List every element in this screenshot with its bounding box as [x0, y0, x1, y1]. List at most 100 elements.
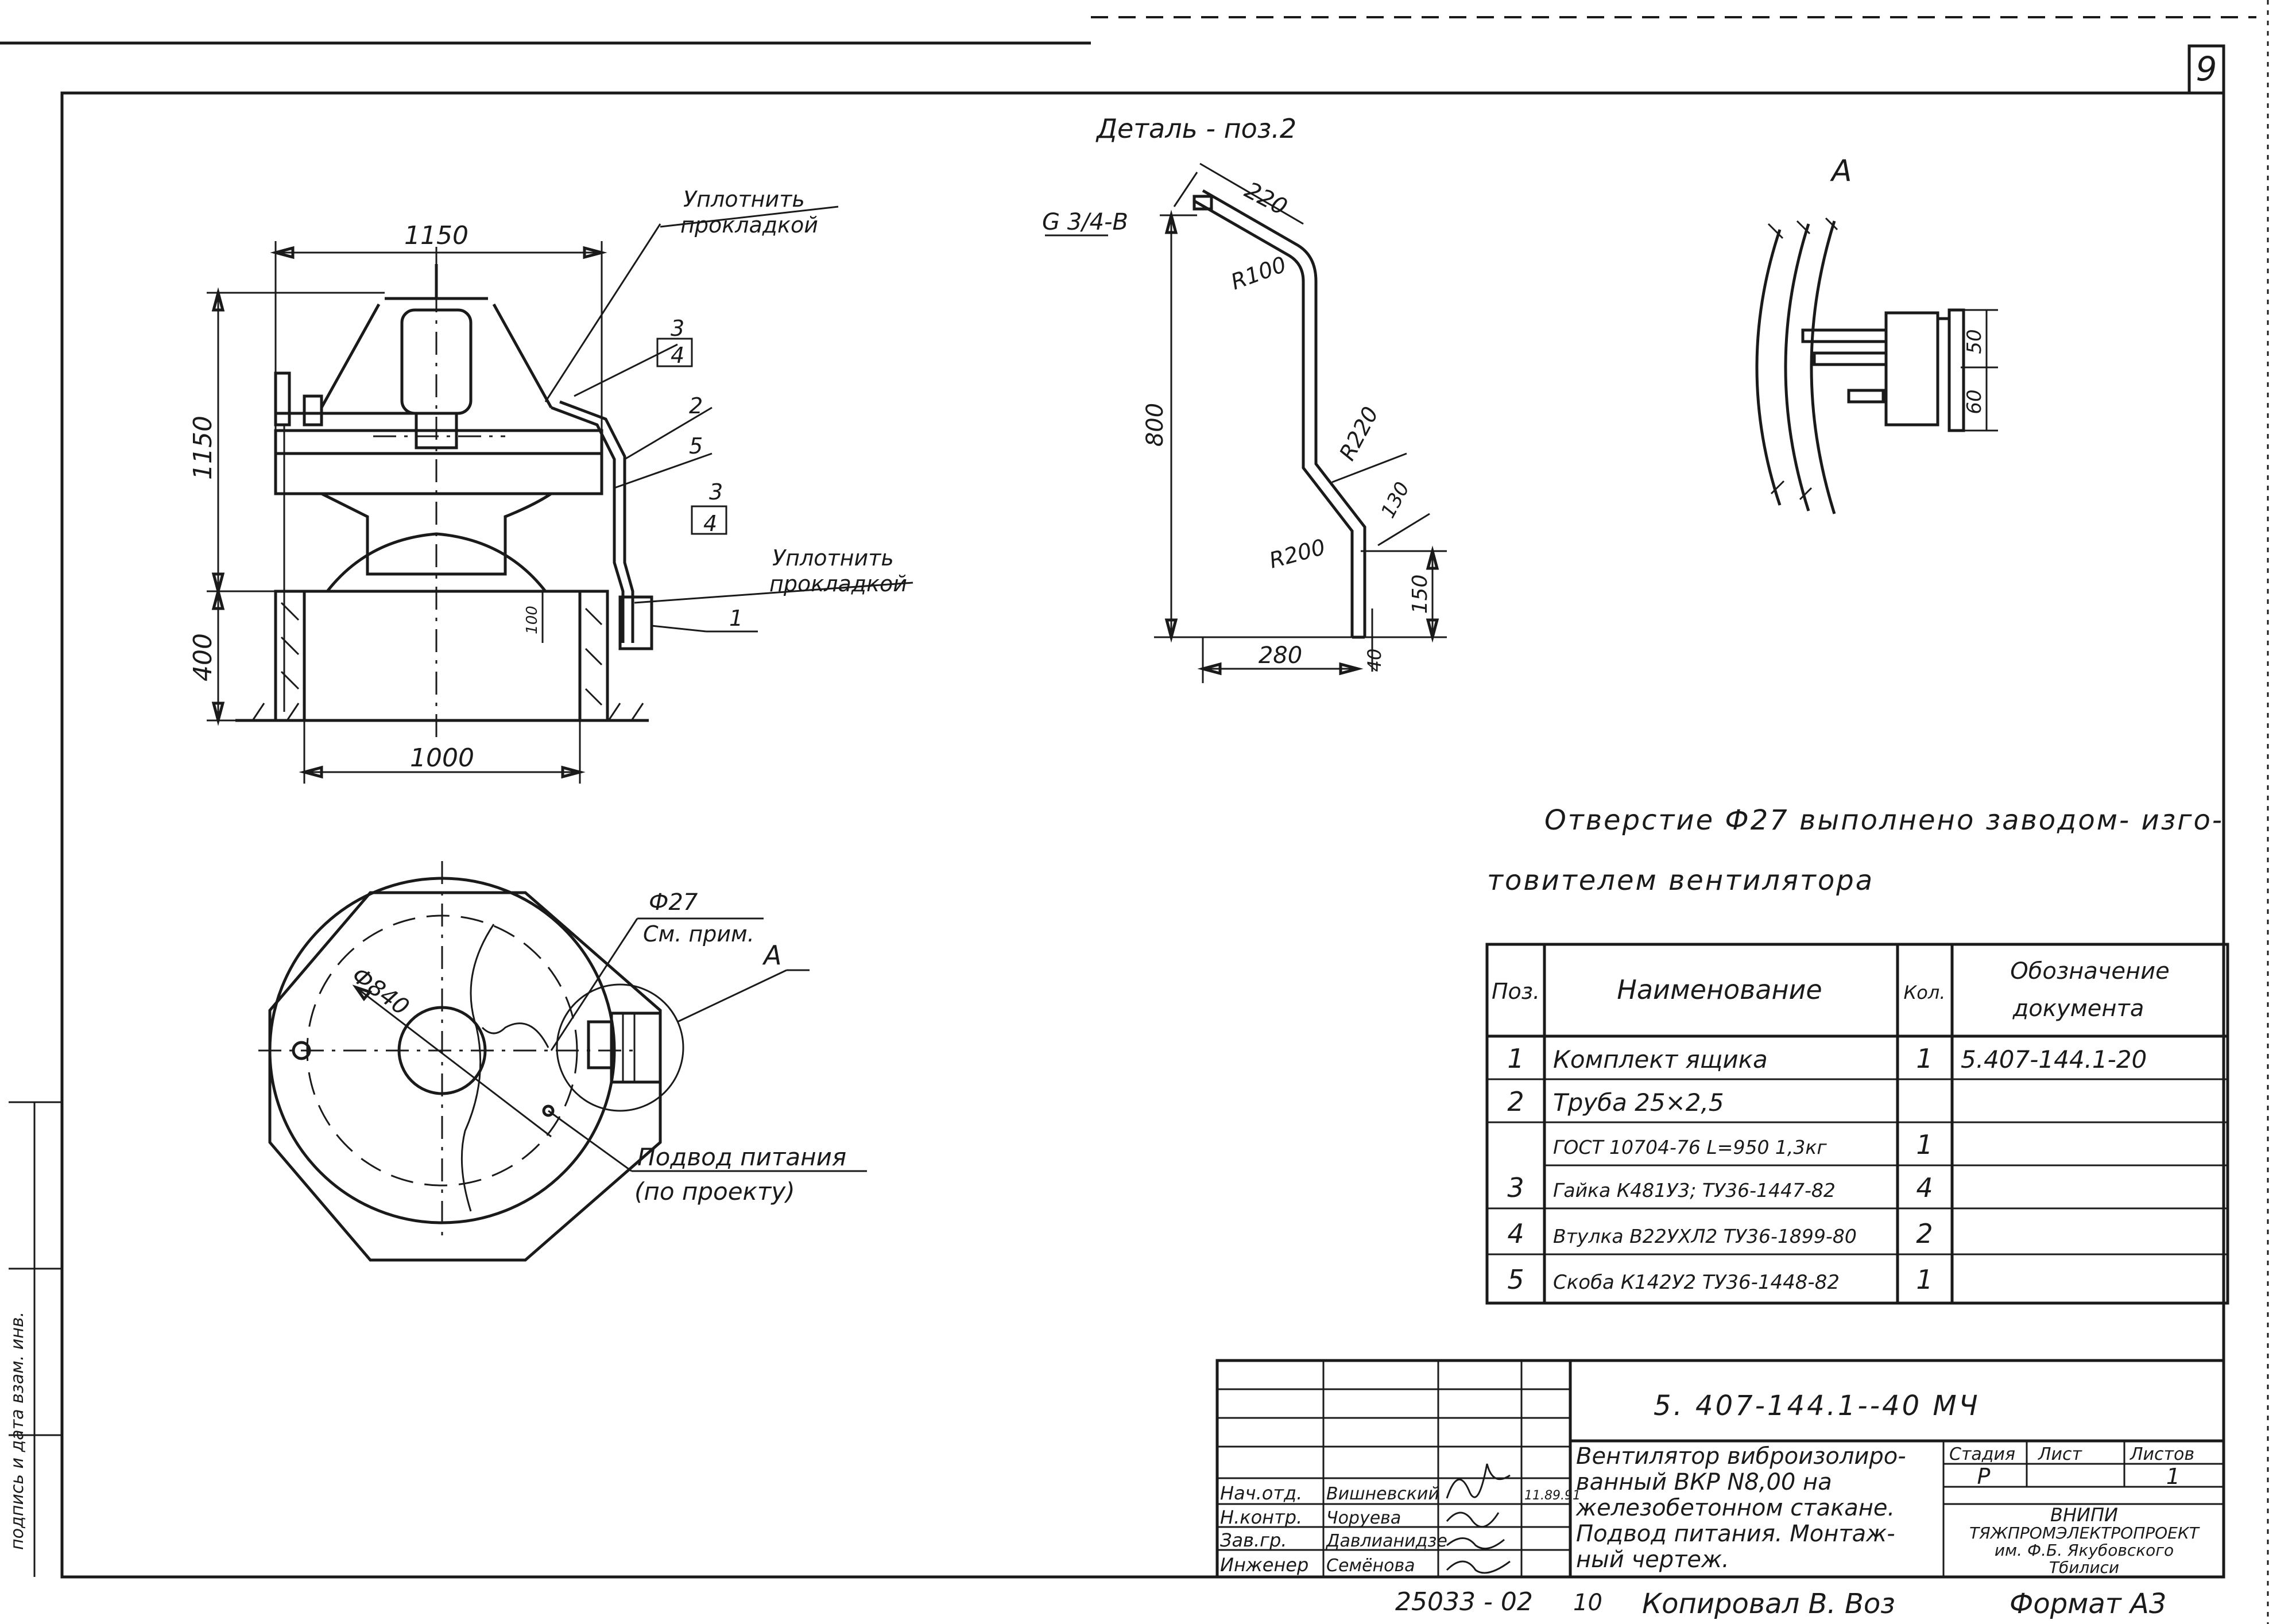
description-4: Подвод питания. Монтаж-: [1576, 1521, 1895, 1547]
plan-dia-840: Ф840: [347, 962, 414, 1021]
table-header-name: Наименование: [1617, 974, 1822, 1005]
table-header-qty: Кол.: [1904, 982, 1946, 1003]
archive-number: 25033 - 02: [1395, 1587, 1533, 1617]
dim-width-top: 1150: [404, 221, 469, 250]
callout-pos2: 2: [689, 393, 703, 418]
row-name: Скоба К142У2 ТУ36-1448-82: [1553, 1271, 1840, 1294]
plan-power-1: Подвод питания: [637, 1143, 846, 1171]
detail-dim-top: 220: [1240, 177, 1291, 220]
signature-role: Инженер: [1220, 1554, 1308, 1576]
signature-name: Чоруева: [1326, 1508, 1401, 1528]
table-row: ГОСТ 10704-76 L=950 1,3кг 1: [1553, 1129, 1933, 1160]
row-qty: 1: [1916, 1129, 1933, 1160]
description-3: железобетонном стакане.: [1575, 1495, 1895, 1521]
table-header-doc-1: Обозначение: [2010, 958, 2170, 985]
signature-name: Давлианидзе: [1325, 1531, 1447, 1551]
sheet-label: Лист: [2038, 1444, 2083, 1464]
detail-dim-130: 130: [1377, 478, 1415, 522]
elevation-view: 1150 1150 400 1000 100 Уплотнить проклад…: [188, 187, 913, 784]
table-row: 2 Труба 25×2,5: [1507, 1086, 1724, 1117]
signature-role: Зав.гр.: [1220, 1529, 1287, 1551]
callout-seal-top-2: прокладкой: [680, 212, 818, 238]
view-a: А 50 60: [1755, 154, 1998, 514]
title-block: 5. 407-144.1--40 МЧ Вентилятор виброизол…: [1215, 1359, 2225, 1579]
callout-seal-top-1: Уплотнить: [683, 187, 805, 212]
sheets-value: 1: [2166, 1464, 2180, 1489]
row-name: Комплект ящика: [1553, 1045, 1768, 1073]
table-row: 3 Гайка К481У3; ТУ36-1447-82 4: [1507, 1172, 1933, 1203]
row-name: Втулка В22УХЛ2 ТУ36-1899-80: [1553, 1225, 1857, 1247]
dim-width-bottom: 1000: [410, 743, 474, 773]
row-name: ГОСТ 10704-76 L=950 1,3кг: [1553, 1136, 1827, 1158]
signature-row: Инженер Семёнова: [1220, 1554, 1415, 1576]
table-row: 5 Скоба К142У2 ТУ36-1448-82 1: [1507, 1264, 1933, 1295]
table-header-pos: Поз.: [1492, 979, 1540, 1004]
sheet-number-box: 9: [2187, 44, 2225, 95]
row-qty: 4: [1916, 1172, 1933, 1203]
row-name: Гайка К481У3; ТУ36-1447-82: [1553, 1179, 1836, 1201]
org-3: им. Ф.Б. Якубовского: [1995, 1541, 2174, 1560]
general-note: Отверстие Ф27 выполнено заводом- изго- т…: [1487, 804, 2224, 897]
callout-seal-bottom-1: Уплотнить: [772, 545, 894, 571]
signature-row: Нач.отд. Вишневский: [1220, 1482, 1439, 1504]
signature-scribble: [1446, 1463, 1511, 1499]
signature-name: Семёнова: [1326, 1556, 1415, 1576]
detail-dim-r100: R100: [1228, 251, 1290, 294]
org-2: ТЯЖПРОМЭЛЕКТРОПРОЕКТ: [1969, 1524, 2200, 1542]
description-5: ный чертеж.: [1576, 1547, 1729, 1573]
detail-dim-150: 150: [1408, 575, 1432, 614]
plan-hole: Ф27: [649, 889, 698, 916]
margin-stamp-text: подпись и дата взам. инв.: [7, 1312, 28, 1550]
org-1: ВНИПИ: [2050, 1504, 2118, 1526]
sheet-number: 9: [2196, 49, 2217, 88]
signature-scribble: [1446, 1511, 1500, 1528]
dim-height-top: 1150: [188, 416, 218, 480]
sheets-label: Листов: [2129, 1444, 2194, 1464]
note-line-2: товителем вентилятора: [1487, 865, 1874, 897]
row-pos: 2: [1507, 1086, 1524, 1117]
description-1: Вентилятор виброизолиро-: [1576, 1443, 1906, 1470]
detail-dim-base: 280: [1259, 642, 1302, 669]
view-a-dim-50: 50: [1963, 329, 1986, 354]
detail-dim-r220: R220: [1334, 402, 1383, 464]
note-line-1: Отверстие Ф27 выполнено заводом- изго-: [1544, 804, 2224, 836]
signature-scribble: [1446, 1537, 1505, 1550]
stage-label: Стадия: [1949, 1444, 2015, 1464]
callout-pos4-b: 4: [703, 511, 717, 536]
row-doc: 5.407-144.1-20: [1961, 1045, 2147, 1073]
copied-by: Копировал В. Воз: [1642, 1588, 1895, 1620]
callout-seal-bottom-2: прокладкой: [769, 571, 907, 596]
signature-role: Нач.отд.: [1220, 1482, 1302, 1504]
org-4: Тбилиси: [2049, 1558, 2119, 1577]
row-qty: 1: [1916, 1264, 1933, 1295]
callout-pos1: 1: [729, 606, 743, 631]
bottom-strip: 25033 - 02 10 Копировал В. Воз Формат А3: [1395, 1587, 2166, 1620]
row-pos: 4: [1507, 1218, 1524, 1249]
row-pos: 3: [1507, 1172, 1524, 1203]
detail-pos2: Деталь - поз.2 G 3/4-В 220 R100 800 R220…: [1042, 113, 1447, 683]
archive-sub: 10: [1573, 1590, 1602, 1616]
signature-role: Н.контр.: [1220, 1506, 1302, 1528]
row-pos: 5: [1507, 1264, 1524, 1295]
row-name: Труба 25×2,5: [1553, 1088, 1724, 1117]
row-qty: 2: [1916, 1218, 1933, 1249]
signature-row: Н.контр. Чоруева: [1220, 1506, 1401, 1528]
row-pos: 1: [1507, 1043, 1524, 1074]
signature-scribble: [1446, 1560, 1511, 1574]
view-a-dim-60: 60: [1963, 389, 1986, 414]
signature-name: Вишневский: [1326, 1484, 1439, 1504]
callout-pos4-a: 4: [671, 343, 684, 368]
detail-thread: G 3/4-В: [1042, 209, 1128, 235]
view-a-label: А: [1830, 154, 1852, 188]
designation: 5. 407-144.1--40 МЧ: [1654, 1390, 1980, 1422]
description-2: ванный ВКР N8,00 на: [1576, 1469, 1832, 1495]
plan-view-ref: А: [762, 940, 781, 971]
plan-power-2: (по проекту): [634, 1177, 795, 1206]
detail-dim-height: 800: [1142, 403, 1168, 447]
spec-table: Поз. Наименование Кол. Обозначение докум…: [1485, 943, 2229, 1305]
signature-row: Зав.гр. Давлианидзе: [1220, 1529, 1447, 1551]
detail-title: Деталь - поз.2: [1095, 113, 1296, 144]
detail-dim-r200: R200: [1267, 534, 1328, 573]
